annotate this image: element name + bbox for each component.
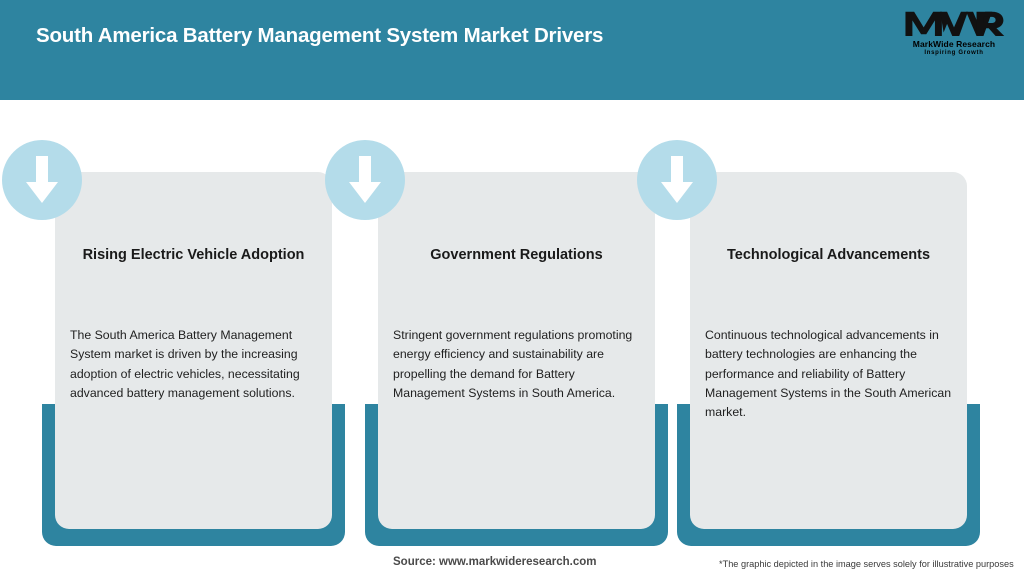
source-label: Source: www.markwideresearch.com: [393, 556, 597, 568]
card-description: Continuous technological advancements in…: [705, 328, 952, 420]
arrow-down-icon: [325, 140, 405, 220]
page-title: South America Battery Management System …: [36, 24, 604, 47]
arrow-down-icon: [637, 140, 717, 220]
mwr-logo-icon: [905, 11, 1005, 36]
brand-logo: MarkWide Research Inspiring Growth: [902, 8, 1006, 66]
arrow-down-icon: [2, 140, 82, 220]
card-body: [378, 172, 655, 529]
card-description: The South America Battery Management Sys…: [70, 328, 300, 400]
disclaimer-label: *The graphic depicted in the image serve…: [719, 559, 1014, 569]
logo-tagline: Inspiring Growth: [924, 50, 984, 56]
card-title: Technological Advancements: [726, 247, 931, 263]
card-title: Rising Electric Vehicle Adoption: [82, 247, 305, 263]
logo-company-name: MarkWide Research: [912, 39, 996, 49]
card-title: Government Regulations: [430, 247, 603, 263]
card-description: Stringent government regulations promoti…: [393, 328, 633, 400]
card-body: [690, 172, 967, 529]
header-bar: South America Battery Management System …: [0, 0, 1024, 100]
card-body: [55, 172, 332, 529]
